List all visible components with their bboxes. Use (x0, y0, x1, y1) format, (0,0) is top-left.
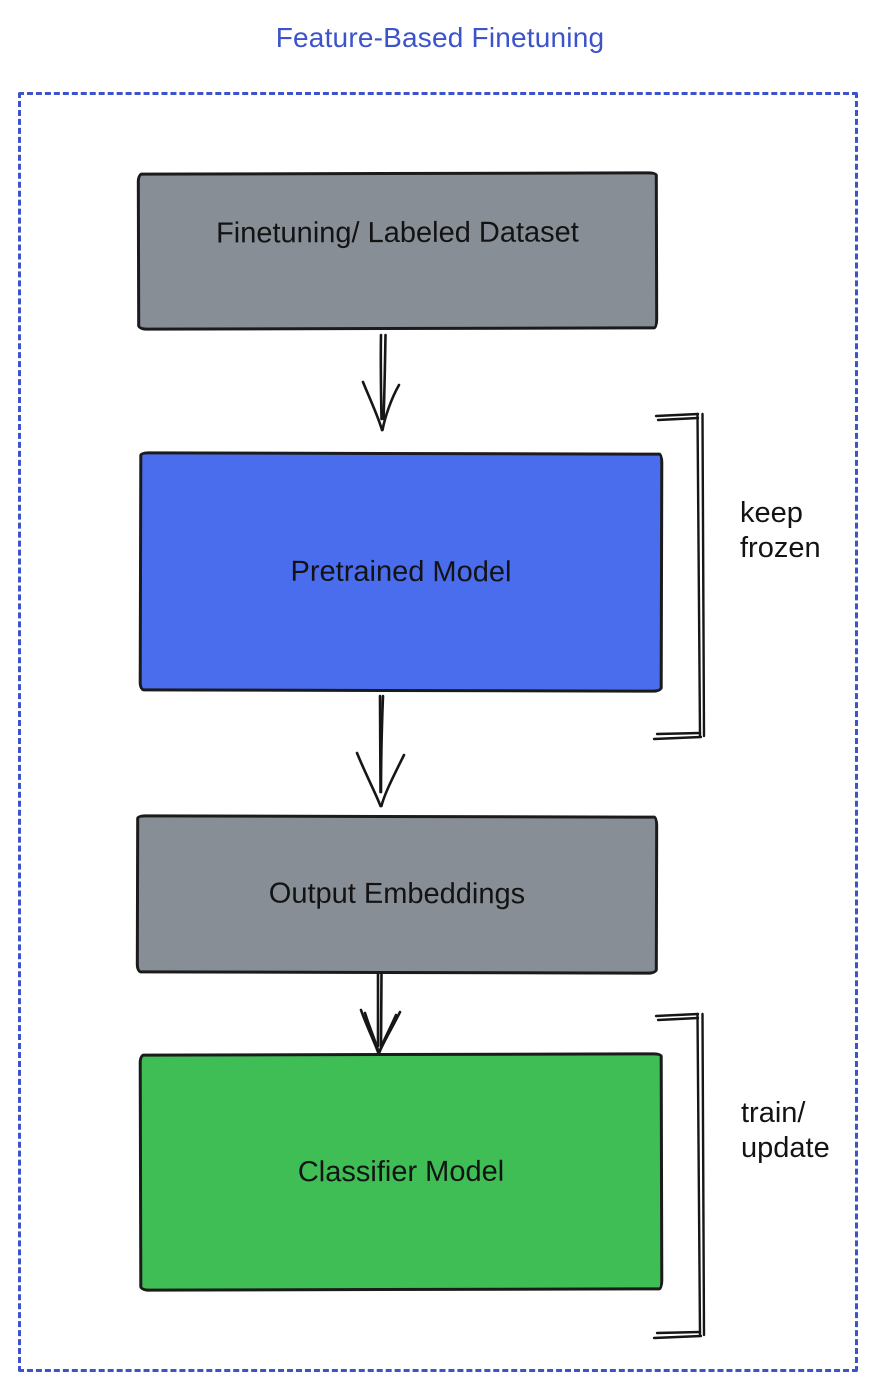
keep-frozen-line2: frozen (740, 532, 821, 564)
arrow-down-icon (361, 333, 401, 432)
keep-frozen-line1: keep (740, 497, 803, 529)
train-update-line2: update (741, 1132, 830, 1164)
bracket-train-update-icon (652, 1012, 706, 1340)
keep-frozen-label: keep frozen (740, 496, 821, 566)
box-classifier-model-label: Classifier Model (297, 1155, 505, 1188)
box-classifier-model: Classifier Model (138, 1052, 664, 1292)
box-finetuning-dataset-label: Finetuning/ Labeled Dataset (216, 216, 579, 250)
box-pretrained-model: Pretrained Model (138, 451, 664, 693)
box-output-embeddings-label: Output Embeddings (268, 877, 526, 911)
arrow-down-icon (355, 694, 406, 808)
dashed-frame (18, 92, 858, 1372)
box-output-embeddings: Output Embeddings (135, 814, 659, 975)
box-finetuning-dataset: Finetuning/ Labeled Dataset (136, 171, 659, 331)
train-update-label: train/ update (741, 1096, 830, 1166)
train-update-line1: train/ (741, 1097, 806, 1129)
diagram-title: Feature-Based Finetuning (275, 22, 605, 53)
box-pretrained-model-label: Pretrained Model (290, 555, 512, 588)
arrow-down-icon (359, 972, 402, 1054)
bracket-keep-frozen-icon (652, 412, 706, 741)
